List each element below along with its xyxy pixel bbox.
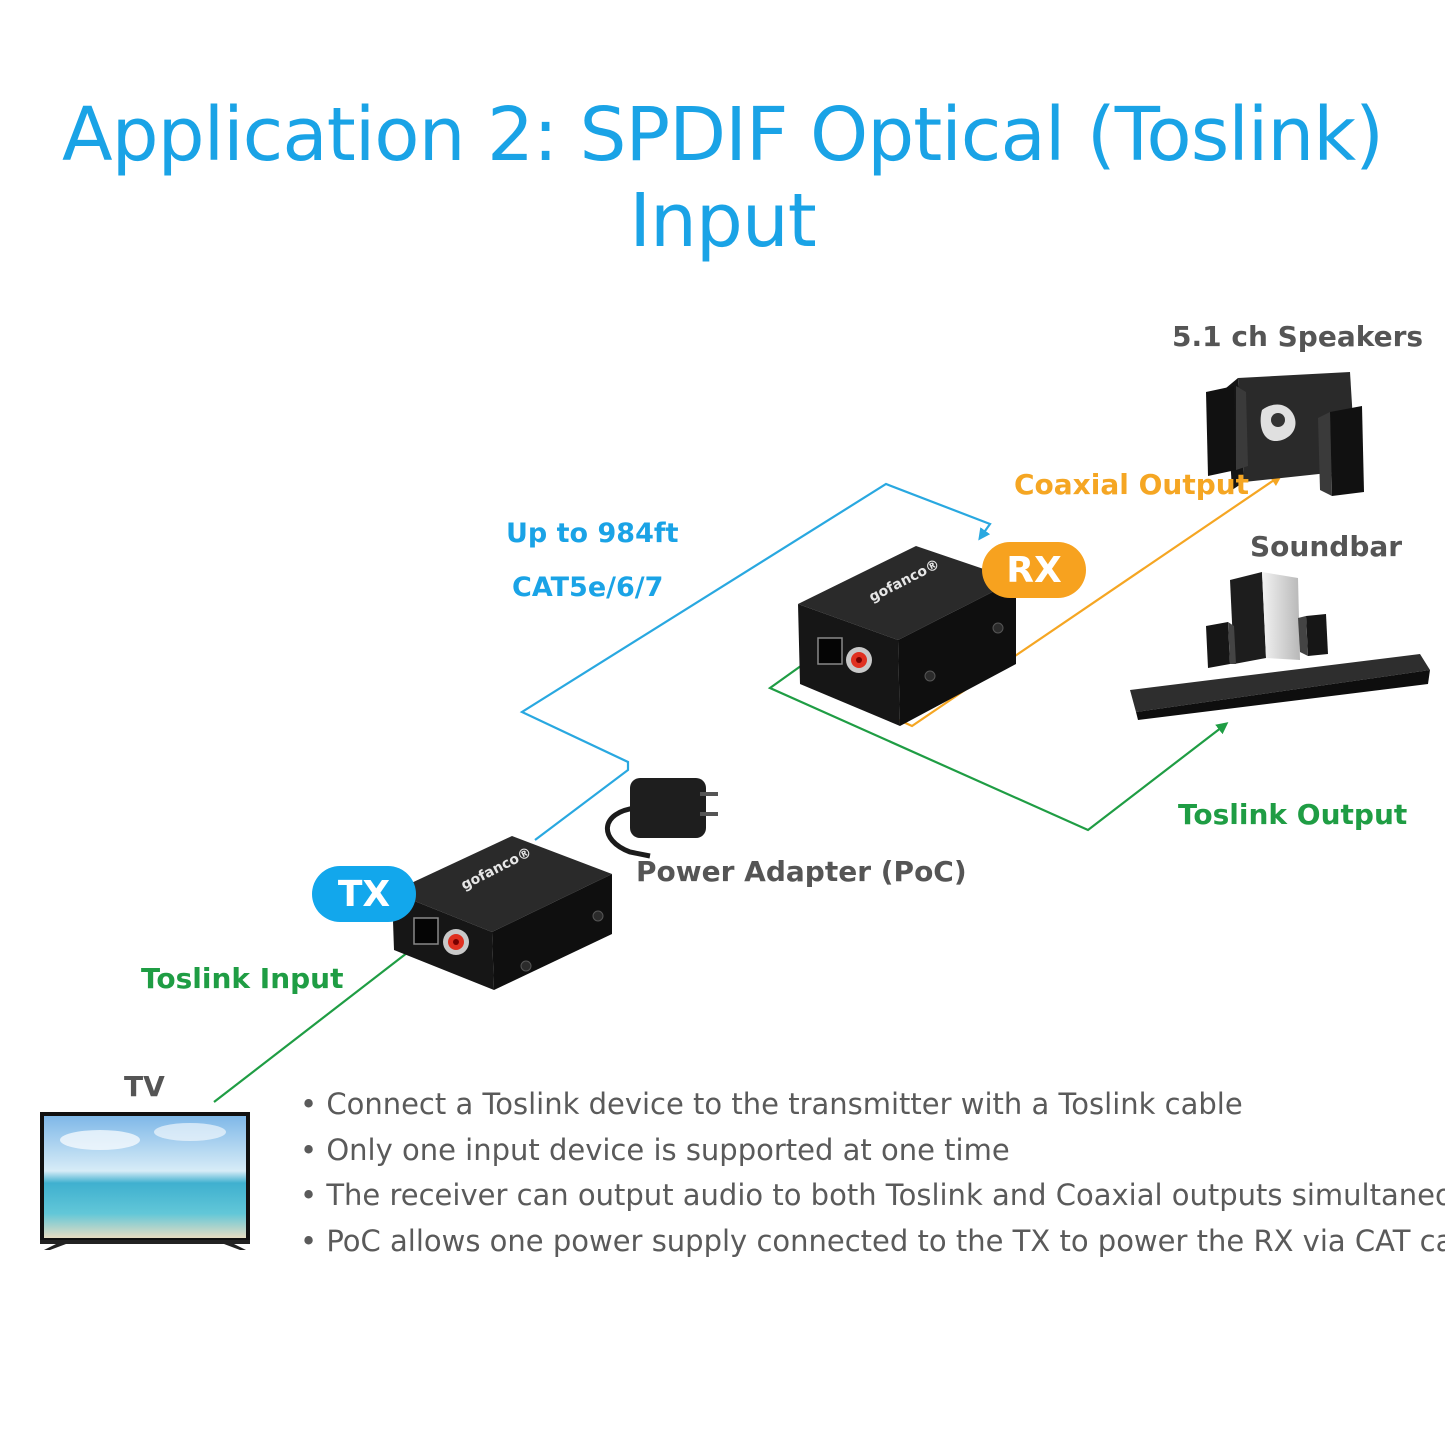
tx-device: gofanco®	[392, 836, 612, 990]
feature-item: • Only one input device is supported at …	[300, 1128, 1445, 1174]
feature-item: • PoC allows one power supply connected …	[300, 1219, 1445, 1265]
tv-image	[40, 1112, 250, 1250]
coaxial-output-label: Coaxial Output	[1014, 468, 1249, 501]
toslink-output-label: Toslink Output	[1178, 798, 1407, 831]
distance-label: Up to 984ft	[506, 518, 679, 549]
feature-item: • The receiver can output audio to both …	[300, 1173, 1445, 1219]
feature-item: • Connect a Toslink device to the transm…	[300, 1082, 1445, 1128]
rx-badge: RX	[982, 542, 1086, 598]
speakers-label: 5.1 ch Speakers	[1172, 320, 1423, 353]
power-adapter-label: Power Adapter (PoC)	[636, 855, 967, 888]
feature-list: • Connect a Toslink device to the transm…	[300, 1082, 1445, 1264]
power-adapter	[607, 778, 718, 856]
soundbar-label: Soundbar	[1250, 530, 1402, 563]
tv-label: TV	[124, 1070, 165, 1103]
tx-badge: TX	[312, 866, 416, 922]
soundbar-image	[1130, 572, 1430, 720]
toslink-input-label: Toslink Input	[141, 962, 344, 995]
cable-type-label: CAT5e/6/7	[512, 572, 663, 603]
